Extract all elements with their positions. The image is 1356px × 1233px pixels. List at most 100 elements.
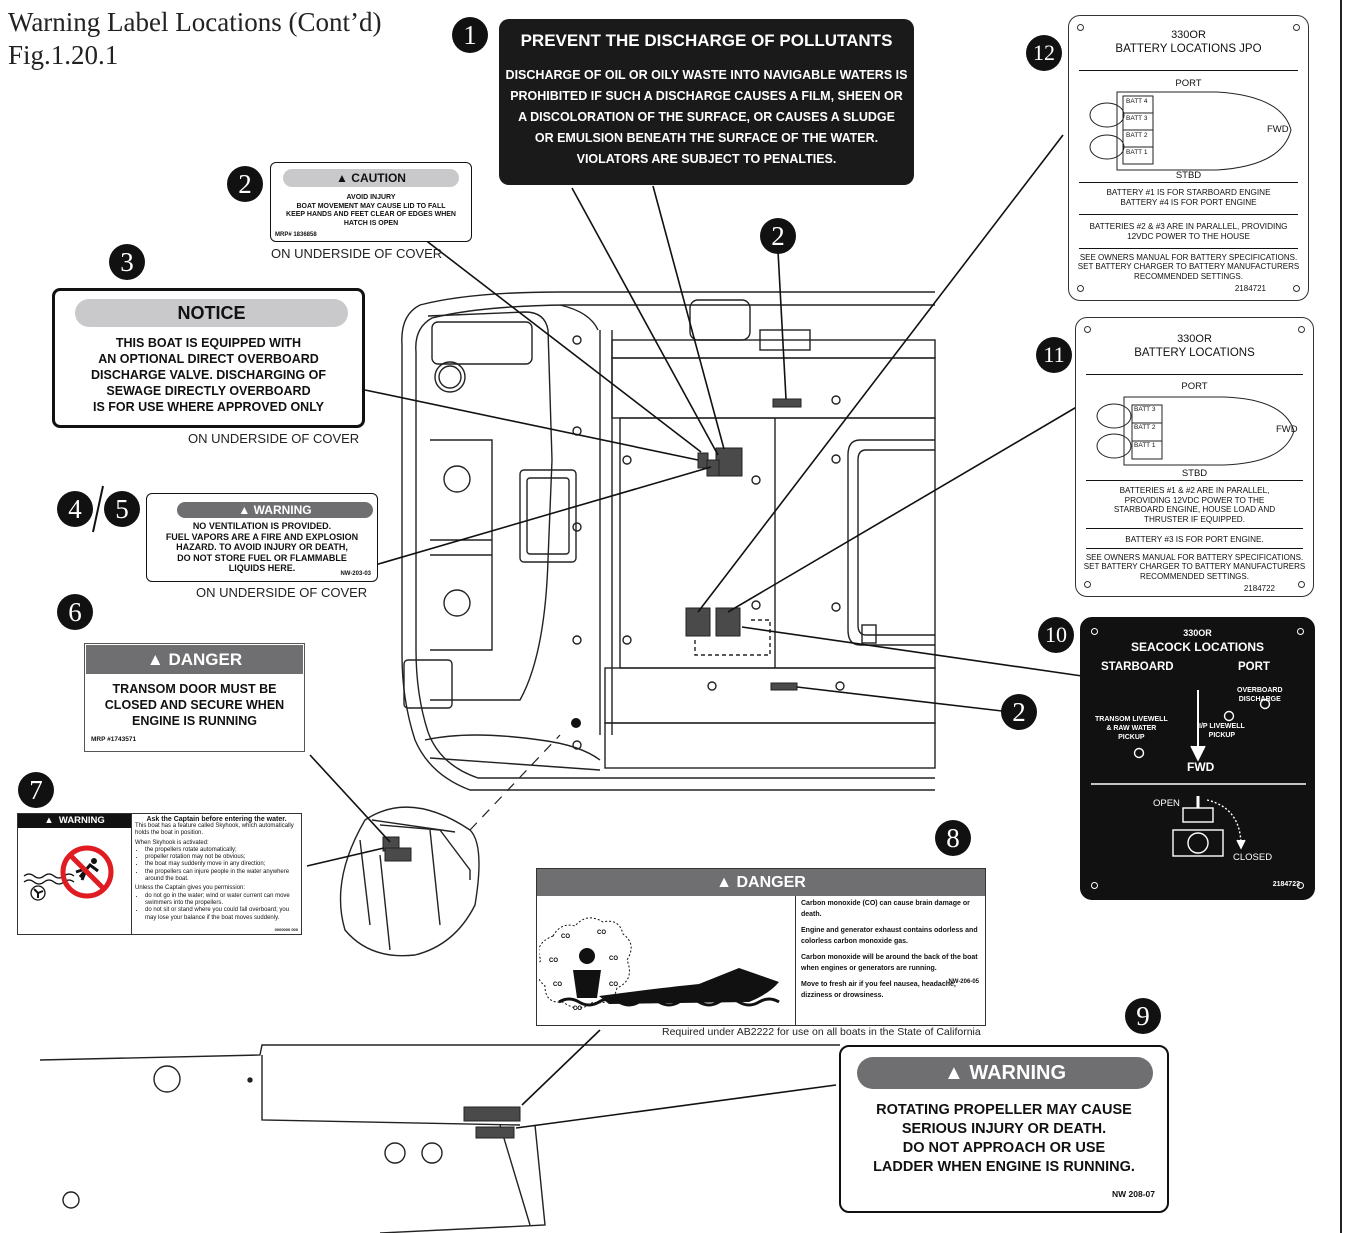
deck-outline	[401, 291, 935, 791]
ventilation-ref: NW-203-03	[340, 571, 371, 577]
bp11-title: BATTERY LOCATIONS	[1134, 347, 1255, 359]
seacock-overboard-line: DISCHARGE	[1238, 696, 1281, 703]
ventilation-warning-label: ▲ WARNING NO VENTILATION IS PROVIDED. FU…	[146, 493, 378, 582]
bp12-title: BATTERY LOCATIONS JPO	[1115, 43, 1262, 55]
callout-10: 10	[1038, 617, 1074, 653]
skyhook-bullet: do not sit or stand where you could fall…	[145, 907, 298, 922]
bp11-batt2: BATT 2	[1134, 424, 1156, 431]
seacock-open: OPEN	[1153, 798, 1180, 809]
caution-banner: ▲ CAUTION	[283, 169, 459, 187]
seacock-overboard-line: OVERBOARD	[1237, 687, 1283, 694]
bp11-p3-line: RECOMMENDED SETTINGS.	[1140, 571, 1249, 581]
pollutant-line: DISCHARGE OF OIL OR OILY WASTE INTO NAVI…	[505, 68, 908, 82]
skyhook-p3: Unless the Captain gives you permission:	[135, 885, 246, 892]
ventilation-line: DO NOT STORE FUEL OR FLAMMABLE	[177, 552, 347, 563]
pollutant-line: A DISCOLORATION OF THE SURFACE, OR CAUSE…	[518, 110, 895, 124]
notice-line: SEWAGE DIRECTLY OVERBOARD	[106, 384, 311, 398]
skyhook-p2: When Skyhook is activated:	[135, 839, 209, 846]
ventilation-line: LIQUIDS HERE.	[228, 563, 296, 574]
seacock-fwd: FWD	[1187, 760, 1215, 774]
warning-triangle-icon: ▲	[336, 171, 348, 185]
bp11-p1-line: THRUSTER IF EQUIPPED.	[1144, 514, 1245, 524]
notice-line: AN OPTIONAL DIRECT OVERBOARD	[98, 352, 319, 366]
co-line: Engine and generator exhaust contains od…	[801, 927, 978, 945]
ventilation-line: HAZARD. TO AVOID INJURY OR DEATH,	[176, 542, 348, 553]
transom-heading: DANGER	[168, 650, 243, 669]
skyhook-banner: ▲ WARNING	[18, 814, 131, 828]
seacock-transom-line: PICKUP	[1118, 734, 1145, 741]
skyhook-bullet: the propellers can injure people in the …	[145, 869, 298, 884]
propeller-banner: ▲ WARNING	[857, 1057, 1153, 1089]
bp11-p3-line: SEE OWNERS MANUAL FOR BATTERY SPECIFICAT…	[1085, 553, 1304, 562]
callout-5: 5	[104, 491, 140, 527]
seacock-model: 330OR	[1183, 628, 1212, 638]
caution-text: AVOID INJURY BOAT MOVEMENT MAY CAUSE LID…	[271, 194, 471, 228]
propeller-ref: NW 208-07	[1112, 1189, 1155, 1199]
caption-underside-2: ON UNDERSIDE OF COVER	[188, 431, 360, 446]
seacock-diagram	[1091, 690, 1306, 857]
bp11-ref: 2184722	[1243, 584, 1275, 593]
bp12-model: 330OR	[1171, 29, 1206, 41]
seacock-transom-line: TRANSOM LIVEWELL	[1095, 716, 1168, 723]
bp12-batt2: BATT 2	[1126, 132, 1148, 139]
seacock-ref: 2184723	[1272, 881, 1300, 888]
seacock-starboard: STARBOARD	[1101, 661, 1174, 673]
warning-triangle-icon: ▲	[716, 874, 733, 891]
pollutant-label: PREVENT THE DISCHARGE OF POLLUTANTS DISC…	[499, 19, 914, 185]
co-line: Carbon monoxide will be around the back …	[801, 954, 978, 972]
warning-triangle-icon: ▲	[44, 815, 54, 826]
bp11-batt3: BATT 3	[1134, 406, 1156, 413]
co-ref: NW-206-05	[948, 979, 979, 985]
callout-2c: 2	[1001, 694, 1037, 730]
bp12-stbd: STBD	[1175, 170, 1202, 181]
seacock-transom: TRANSOM LIVEWELL & RAW WATER PICKUP	[1095, 715, 1168, 742]
caption-ab2222: Required under AB2222 for use on all boa…	[662, 1026, 981, 1038]
decal-2-top	[772, 398, 802, 408]
caution-ref: MRP# 1836858	[275, 232, 317, 238]
propeller-warning-label: ▲ WARNING ROTATING PROPELLER MAY CAUSE S…	[839, 1045, 1169, 1213]
transom-text: TRANSOM DOOR MUST BE CLOSED AND SECURE W…	[85, 681, 304, 729]
co-banner: ▲ DANGER	[537, 869, 985, 896]
warning-triangle-icon: ▲	[943, 1062, 964, 1084]
decal-9	[475, 1126, 515, 1139]
callout-4: 4	[57, 491, 93, 527]
propeller-heading: WARNING	[969, 1062, 1067, 1084]
bp11-fwd: FWD	[1276, 424, 1298, 435]
skyhook-heading: WARNING	[58, 815, 105, 826]
bp12-p1: BATTERY #1 IS FOR STARBOARD ENGINE BATTE…	[1069, 188, 1308, 208]
transom-banner: ▲ DANGER	[86, 645, 303, 674]
caution-line: HATCH IS OPEN	[343, 219, 399, 227]
decal-2-bottom	[770, 682, 798, 691]
transom-line: CLOSED AND SECURE WHEN	[104, 698, 285, 712]
skyhook-bullet: the propellers rotate automatically;	[145, 847, 298, 854]
no-swimming-icon	[23, 845, 114, 901]
caution-line: BOAT MOVEMENT MAY CAUSE LID TO FALL	[296, 202, 446, 210]
bp12-p3: SEE OWNERS MANUAL FOR BATTERY SPECIFICAT…	[1069, 253, 1308, 281]
propeller-line: DO NOT APPROACH OR USE	[902, 1140, 1106, 1156]
bp11-p3: SEE OWNERS MANUAL FOR BATTERY SPECIFICAT…	[1076, 553, 1313, 581]
propeller-text: ROTATING PROPELLER MAY CAUSE SERIOUS INJ…	[841, 1101, 1167, 1177]
bp12-p3-line: SEE OWNERS MANUAL FOR BATTERY SPECIFICAT…	[1079, 253, 1298, 262]
bp11-batt1: BATT 1	[1134, 442, 1156, 449]
bp11-p1-line: STARBOARD ENGINE, HOUSE LOAD AND	[1113, 505, 1276, 514]
decal-8	[463, 1106, 521, 1122]
pollutant-line: VIOLATORS ARE SUBJECT TO PENALTIES.	[576, 152, 837, 166]
bp11-p2: BATTERY #3 IS FOR PORT ENGINE.	[1125, 535, 1264, 544]
ventilation-banner: ▲ WARNING	[177, 502, 373, 518]
transom-danger-label: ▲ DANGER TRANSOM DOOR MUST BE CLOSED AND…	[84, 643, 305, 752]
bp12-p2: BATTERIES #2 & #3 ARE IN PARALLEL, PROVI…	[1069, 222, 1308, 242]
callout-11: 11	[1036, 337, 1072, 373]
co-glyph: CO	[597, 930, 606, 936]
notice-text: THIS BOAT IS EQUIPPED WITH AN OPTIONAL D…	[55, 335, 362, 415]
co-divider	[795, 896, 796, 1025]
callout-2b: 2	[760, 218, 796, 254]
callout-7: 7	[18, 772, 54, 808]
co-glyph: CO	[549, 958, 558, 964]
bp12-p3-line: RECOMMENDED SETTINGS.	[1134, 271, 1243, 281]
co-glyph: CO	[573, 1006, 582, 1012]
transom-line: TRANSOM DOOR MUST BE	[112, 682, 277, 696]
bp11-hull-diagram	[1096, 396, 1295, 466]
callout-6: 6	[57, 594, 93, 630]
slash-divider	[92, 485, 104, 533]
co-glyph: CO	[561, 934, 570, 940]
